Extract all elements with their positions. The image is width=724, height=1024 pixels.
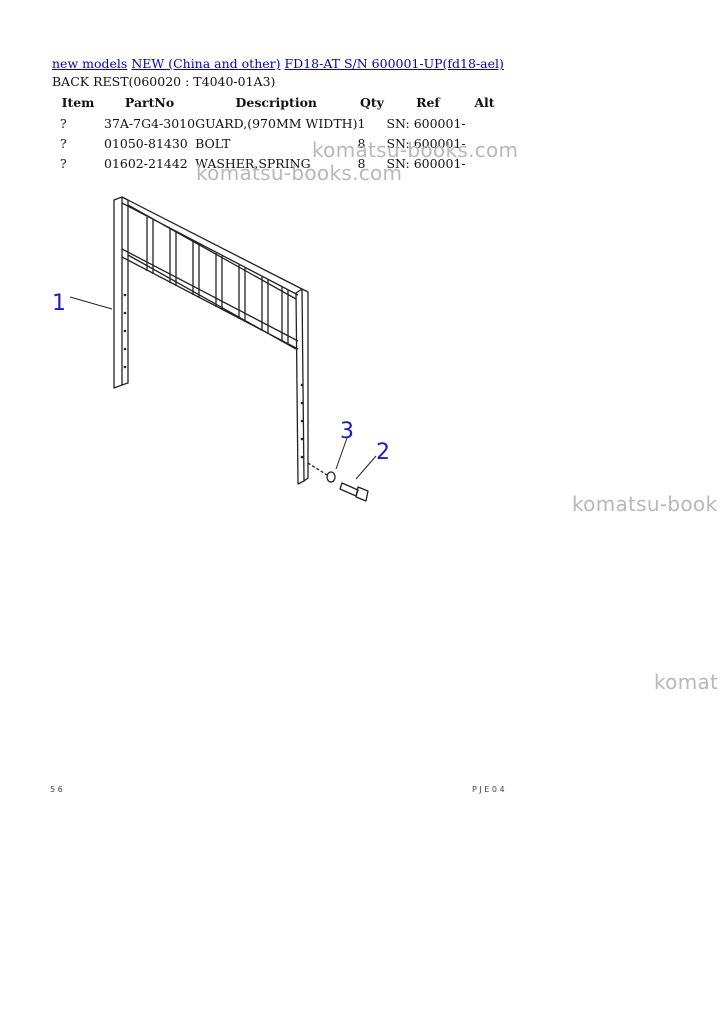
- cell-description: WASHER,SPRING: [195, 155, 311, 171]
- left-post-side: [121, 196, 129, 386]
- table-header-row: Item PartNo Description Qty Ref Alt: [52, 92, 499, 113]
- breadcrumb-link-region[interactable]: NEW (China and other): [131, 56, 281, 71]
- watermark: komatsu-books.com: [196, 161, 403, 185]
- cell-qty: 8: [357, 135, 366, 151]
- table-row: ? 01602-21442 WASHER,SPRING 8 SN: 600001…: [52, 153, 499, 173]
- callout-2-label: 2: [376, 440, 390, 465]
- page-title: BACK REST(060020 : T4040-01A3): [52, 74, 276, 89]
- callout-3-leader: [335, 437, 348, 470]
- watermark: komatsu-books.com: [312, 138, 519, 162]
- back-rest-exploded-diagram: 1 2 3: [52, 196, 390, 502]
- watermark: komatsu-book: [572, 492, 718, 516]
- header-ref: Ref: [416, 95, 440, 110]
- cell-qty: 1: [357, 115, 366, 131]
- header-description: Description: [235, 95, 317, 110]
- cell-description: BOLT: [195, 135, 231, 151]
- breadcrumb-link-new-models[interactable]: new models: [52, 56, 128, 71]
- right-post: [295, 288, 305, 485]
- callout-2-leader: [355, 455, 377, 480]
- mounting-holes: [123, 293, 304, 459]
- cell-alt: [469, 113, 499, 133]
- cell-partno: 01602-21442: [104, 155, 188, 171]
- page-mark-bottom-left: 5 6: [50, 785, 63, 794]
- guard-bars: [146, 217, 289, 344]
- table-row: ? 01050-81430 BOLT 8 SN: 600001-: [52, 133, 499, 153]
- header-qty: Qty: [359, 95, 384, 110]
- watermark: komat: [654, 670, 719, 694]
- top-rail: [121, 196, 303, 300]
- washer-leader: [307, 462, 328, 476]
- cell-partno: 01050-81430: [104, 135, 188, 151]
- page-mark-bottom-right: P J E 0 4: [472, 785, 505, 794]
- parts-table: Item PartNo Description Qty Ref Alt ? 37…: [52, 92, 499, 173]
- lower-rail: [121, 248, 299, 350]
- cell-ref: SN: 600001-: [386, 115, 466, 131]
- cell-item: ?: [60, 155, 67, 171]
- right-post-side: [301, 288, 309, 482]
- cell-ref: SN: 600001-: [386, 155, 466, 171]
- cell-ref: SN: 600001-: [386, 135, 466, 151]
- header-partno: PartNo: [124, 95, 175, 110]
- breadcrumb-link-model[interactable]: FD18-AT S/N 600001-UP(fd18-ael): [284, 56, 504, 71]
- header-alt: Alt: [474, 95, 495, 110]
- cell-item: ?: [60, 135, 67, 151]
- bolt-part: [339, 482, 369, 502]
- cell-qty: 8: [357, 155, 366, 171]
- callout-3-label: 3: [340, 419, 354, 444]
- cell-description: GUARD,(970MM WIDTH): [195, 115, 358, 131]
- cell-partno: 37A-7G4-3010: [104, 115, 196, 131]
- header-item: Item: [61, 95, 95, 110]
- left-post: [113, 196, 123, 389]
- table-row: ? 37A-7G4-3010 GUARD,(970MM WIDTH) 1 SN:…: [52, 113, 499, 133]
- callout-1-label: 1: [52, 291, 66, 316]
- washer-part: [326, 471, 336, 483]
- cell-item: ?: [60, 115, 67, 131]
- callout-1-leader: [69, 296, 113, 310]
